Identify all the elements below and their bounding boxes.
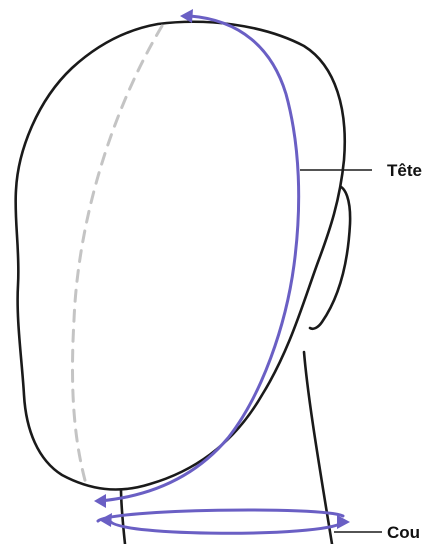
neck-right-outline — [304, 352, 332, 544]
head-measure-arrow-bottom — [94, 494, 106, 508]
head-label: Tête — [387, 161, 422, 180]
neck-measure-back — [98, 510, 343, 521]
neck-label: Cou — [387, 523, 420, 542]
neck-measure-loop — [110, 521, 342, 533]
neck-measure-arrow-left — [99, 513, 112, 527]
